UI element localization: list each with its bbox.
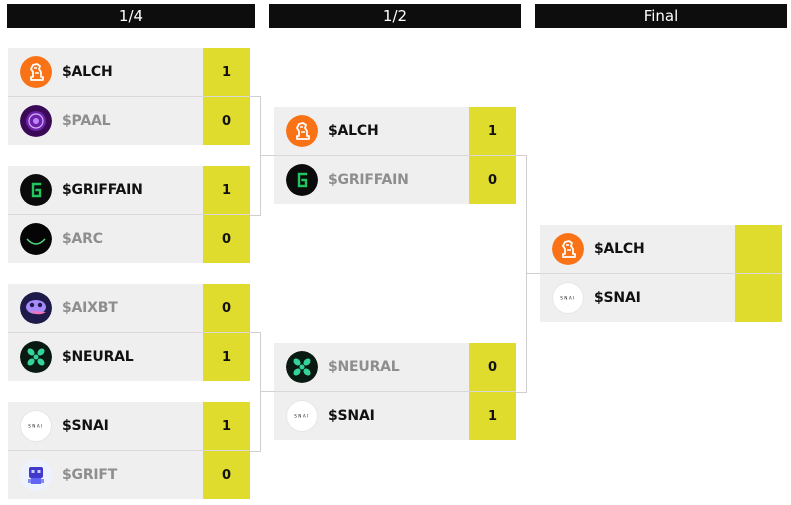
team-score: 1 — [203, 166, 250, 214]
svg-text:SNAI: SNAI — [28, 424, 44, 429]
griffain-icon — [286, 164, 318, 196]
team-score: 0 — [469, 156, 516, 204]
svg-text:SNAI: SNAI — [560, 296, 576, 301]
arc-icon — [20, 223, 52, 255]
final-header: Final — [535, 4, 787, 28]
quarterfinal-4-bottom[interactable]: $GRIFT 0 — [8, 451, 250, 499]
match-divider — [8, 96, 250, 97]
team-name: $ARC — [62, 231, 103, 247]
bracket-connector-qf2 — [250, 332, 261, 452]
team-name: $SNAI — [594, 290, 641, 306]
team-score: 0 — [203, 215, 250, 263]
neural-icon — [286, 351, 318, 383]
final-match-bottom[interactable]: SNAI $SNAI — [540, 274, 782, 322]
snai-icon: SNAI — [20, 410, 52, 442]
quarterfinal-3-bottom[interactable]: $NEURAL 1 — [8, 333, 250, 381]
team-score: 0 — [203, 451, 250, 499]
team-name: $GRIFFAIN — [62, 182, 143, 198]
final-match-top[interactable]: $ALCH — [540, 225, 782, 273]
team-score: 1 — [469, 392, 516, 440]
team-score: 0 — [203, 284, 250, 332]
alch-icon — [286, 115, 318, 147]
quarterfinal-header: 1/4 — [7, 4, 255, 28]
semifinal-2-top[interactable]: $NEURAL 0 — [274, 343, 516, 391]
quarterfinal-4-top[interactable]: SNAI $SNAI 1 — [8, 402, 250, 450]
team-score: 1 — [469, 107, 516, 155]
semifinal-1-bottom[interactable]: $GRIFFAIN 0 — [274, 156, 516, 204]
bracket-connector-sf — [516, 155, 527, 393]
quarterfinal-1-top[interactable]: $ALCH 1 — [8, 48, 250, 96]
snai-icon: SNAI — [286, 400, 318, 432]
team-name: $ALCH — [594, 241, 645, 257]
quarterfinal-1-bottom[interactable]: $PAAL 0 — [8, 97, 250, 145]
match-divider — [8, 214, 250, 215]
grift-icon — [20, 459, 52, 491]
snai-icon: SNAI — [552, 282, 584, 314]
team-name: $SNAI — [328, 408, 375, 424]
alch-icon — [552, 233, 584, 265]
quarterfinal-3-top[interactable]: $AIXBT 0 — [8, 284, 250, 332]
svg-text:SNAI: SNAI — [294, 414, 310, 419]
semifinal-2-bottom[interactable]: SNAI $SNAI 1 — [274, 392, 516, 440]
team-name: $ALCH — [62, 64, 113, 80]
semifinal-1-top[interactable]: $ALCH 1 — [274, 107, 516, 155]
match-divider — [8, 332, 250, 333]
team-score: 0 — [203, 97, 250, 145]
team-score: 1 — [203, 333, 250, 381]
team-name: $GRIFT — [62, 467, 118, 483]
team-name: $PAAL — [62, 113, 111, 129]
team-name: $GRIFFAIN — [328, 172, 409, 188]
team-score: 1 — [203, 402, 250, 450]
team-score — [735, 225, 782, 273]
team-score — [735, 274, 782, 322]
quarterfinal-2-top[interactable]: $GRIFFAIN 1 — [8, 166, 250, 214]
bracket-connector-sf-out — [526, 273, 540, 274]
paal-icon — [20, 105, 52, 137]
bracket-connector-qf2-out — [260, 391, 274, 392]
team-name: $AIXBT — [62, 300, 118, 316]
bracket-connector-qf1 — [250, 96, 261, 216]
match-divider — [274, 155, 516, 156]
match-divider — [540, 273, 782, 274]
neural-icon — [20, 341, 52, 373]
quarterfinal-2-bottom[interactable]: $ARC 0 — [8, 215, 250, 263]
team-name: $SNAI — [62, 418, 109, 434]
semifinal-header: 1/2 — [269, 4, 521, 28]
team-score: 0 — [469, 343, 516, 391]
bracket-connector-qf1-out — [260, 155, 274, 156]
alch-icon — [20, 56, 52, 88]
aixbt-icon — [20, 292, 52, 324]
team-name: $NEURAL — [328, 359, 400, 375]
team-name: $NEURAL — [62, 349, 134, 365]
griffain-icon — [20, 174, 52, 206]
team-name: $ALCH — [328, 123, 379, 139]
team-score: 1 — [203, 48, 250, 96]
match-divider — [274, 391, 516, 392]
match-divider — [8, 450, 250, 451]
